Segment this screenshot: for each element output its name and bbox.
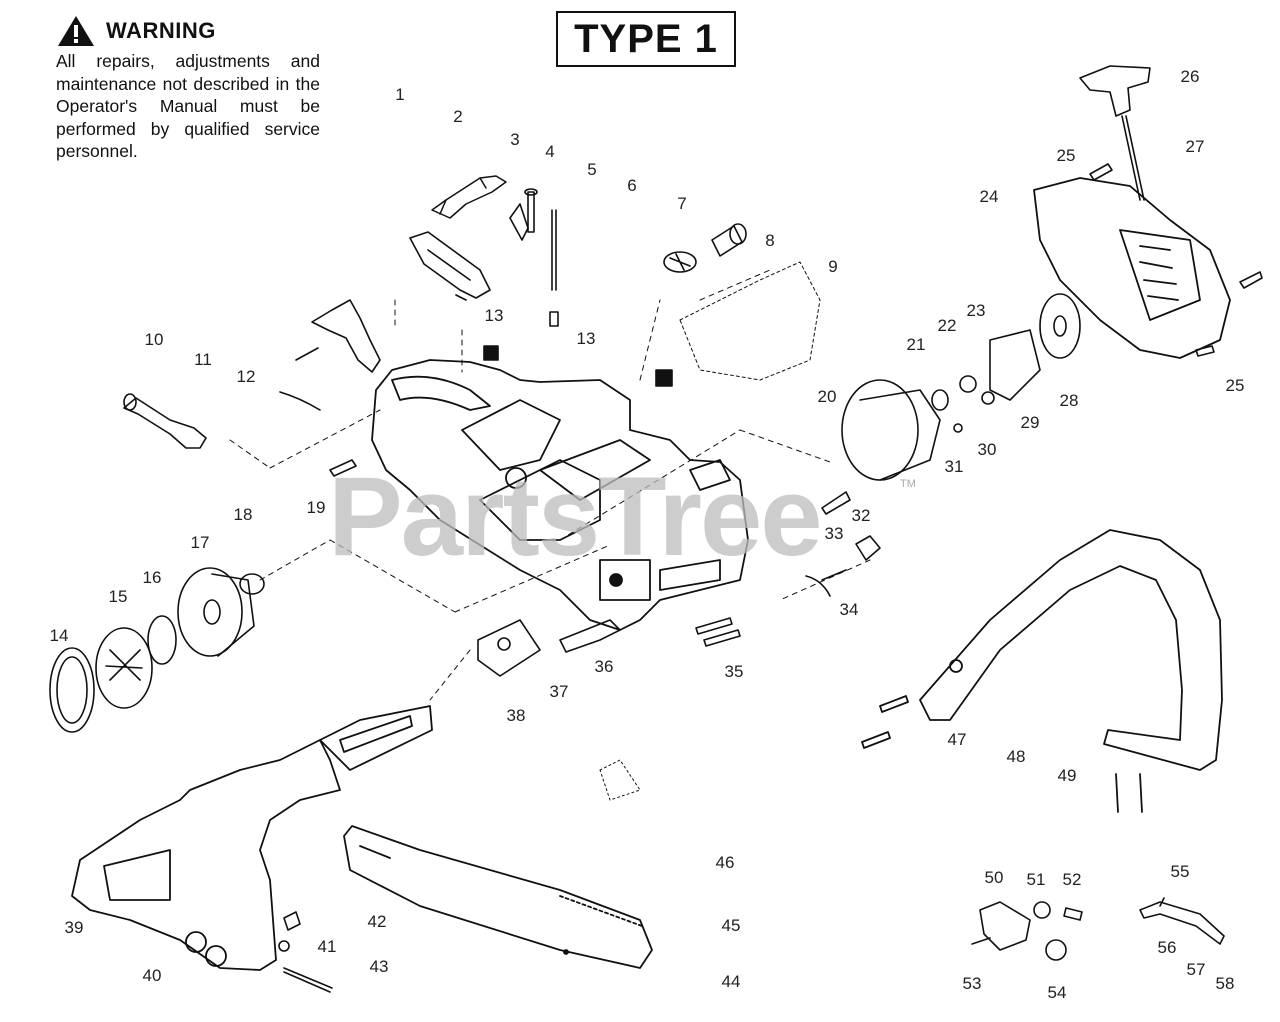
callout-number: 2 <box>453 107 463 126</box>
guide-bar-part <box>343 759 653 969</box>
callout-number: 36 <box>594 657 614 676</box>
pin-part <box>509 188 557 291</box>
warning-triangle-icon <box>58 16 94 46</box>
callout-number: 10 <box>144 330 164 349</box>
callout-number: 12 <box>236 367 256 386</box>
callout-number: 58 <box>1215 974 1235 993</box>
flywheel-part <box>841 329 1041 481</box>
screw-25-part <box>1089 163 1263 357</box>
watermark-trademark: TM <box>900 478 916 490</box>
front-handle-part <box>861 529 1223 813</box>
warning-block: WARNING All repairs, adjustments and mai… <box>56 14 320 163</box>
callout-number: 43 <box>369 957 389 976</box>
callout-number: 50 <box>984 868 1004 887</box>
callout-number: 25 <box>1225 376 1245 395</box>
callout-number: 6 <box>627 176 637 195</box>
callout-number: 41 <box>317 937 337 956</box>
callout-number: 27 <box>1185 137 1205 156</box>
callout-number: 7 <box>677 194 687 213</box>
callout-number: 14 <box>49 626 69 645</box>
callout-number: 49 <box>1057 766 1077 785</box>
callout-number: 39 <box>64 918 84 937</box>
type-label: TYPE 1 <box>574 16 718 61</box>
throttle-lockout-part <box>431 175 507 219</box>
starter-handle-part <box>1079 65 1151 201</box>
bar-bolts-part <box>477 617 741 677</box>
pin-19-part <box>329 459 357 477</box>
throttle-trigger-part <box>279 299 381 411</box>
callout-number: 17 <box>190 533 210 552</box>
callout-number: 56 <box>1157 938 1177 957</box>
scrench-tool-part <box>1139 897 1225 945</box>
callout-number: 11 <box>194 350 212 369</box>
warning-header: WARNING <box>56 14 320 48</box>
callout-number: 32 <box>851 506 871 525</box>
type-label-box: TYPE 1 <box>556 11 736 67</box>
callout-number: 15 <box>108 587 128 606</box>
callout-number: 53 <box>962 974 982 993</box>
top-cover-bracket-part <box>409 231 491 301</box>
callout-number: 5 <box>587 160 597 179</box>
warning-text: All repairs, adjustments and maintenance… <box>56 51 320 161</box>
callout-number: 47 <box>947 730 967 749</box>
callout-number: 23 <box>966 301 986 320</box>
callout-number: 37 <box>549 682 569 701</box>
starter-housing-part <box>1033 177 1231 359</box>
callout-number: 57 <box>1186 960 1206 979</box>
callout-number: 26 <box>1180 67 1200 86</box>
callout-number: 55 <box>1170 862 1190 881</box>
callout-number: 38 <box>506 706 526 725</box>
callout-number: 21 <box>906 335 926 354</box>
callout-number: 34 <box>839 600 859 619</box>
callout-number: 35 <box>724 662 744 681</box>
callout-number: 1 <box>395 85 405 104</box>
callout-number: 24 <box>979 187 999 206</box>
callout-number: 51 <box>1026 870 1046 889</box>
callout-number: 28 <box>1059 391 1079 410</box>
callout-number: 48 <box>1006 747 1026 766</box>
callout-number: 31 <box>944 457 964 476</box>
spark-plug-part <box>805 491 881 597</box>
callout-number: 18 <box>233 505 253 524</box>
callout-number: 20 <box>817 387 837 406</box>
callout-number: 9 <box>828 257 838 276</box>
callout-number: 25 <box>1056 146 1076 165</box>
oiler-parts <box>971 901 1083 961</box>
callout-number: 30 <box>977 440 997 459</box>
chain-tensioner-part <box>278 911 333 993</box>
starter-pulley-part <box>1039 293 1081 359</box>
leader-lines <box>229 269 871 701</box>
callout-number: 44 <box>721 972 741 991</box>
cylinder-shroud-part <box>679 261 821 381</box>
oil-cap-part <box>663 223 747 273</box>
callout-number: 29 <box>1020 413 1040 432</box>
clutch-parts <box>49 567 265 733</box>
callout-number: 16 <box>142 568 162 587</box>
callout-number: 40 <box>142 966 162 985</box>
callout-number: 8 <box>765 231 775 250</box>
callout-number: 13 <box>576 329 596 348</box>
callout-number: 42 <box>367 912 387 931</box>
callout-number: 13 <box>484 306 504 325</box>
callout-number: 3 <box>510 130 520 149</box>
warning-title: WARNING <box>106 18 216 43</box>
callout-number: 52 <box>1062 870 1082 889</box>
rear-handle-part <box>123 393 207 449</box>
clutch-cover-part <box>71 705 433 971</box>
callout-number: 22 <box>937 316 957 335</box>
callout-number: 45 <box>721 916 741 935</box>
callout-number: 4 <box>545 142 555 161</box>
callout-number: 46 <box>715 853 735 872</box>
bushing-part <box>483 311 673 387</box>
callout-number: 33 <box>824 524 844 543</box>
callout-number: 54 <box>1047 983 1067 1002</box>
main-housing-part <box>371 359 749 631</box>
callout-number: 19 <box>306 498 326 517</box>
